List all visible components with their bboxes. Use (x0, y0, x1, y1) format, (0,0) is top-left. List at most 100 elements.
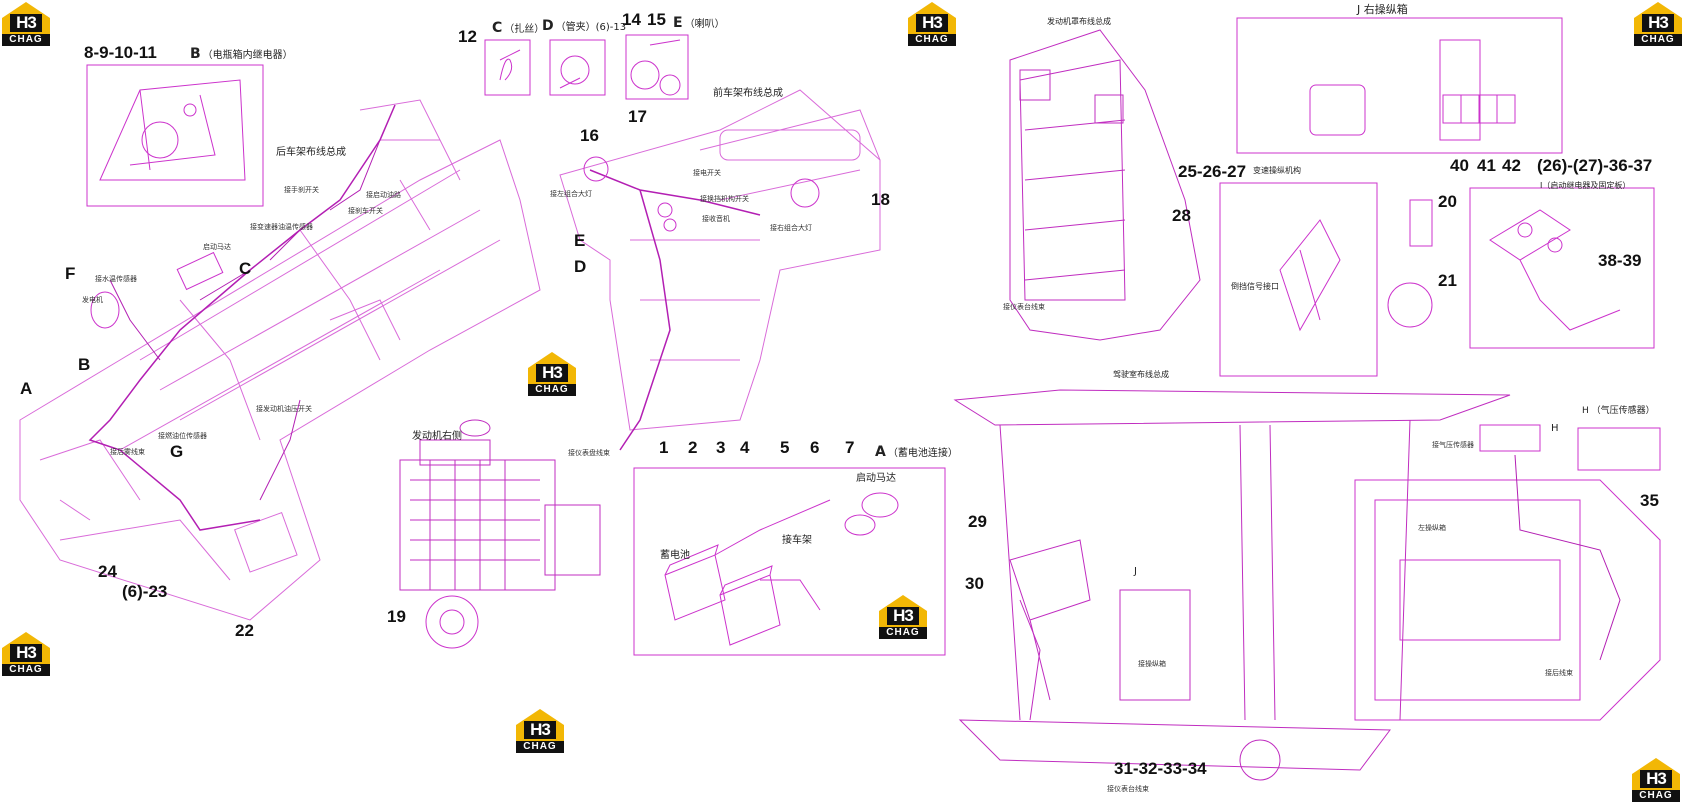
callout-G: G (170, 442, 184, 461)
hood-wiring-title: 发动机罩布线总成 (1047, 17, 1111, 26)
callout-8-11: 8-9-10-11 (84, 43, 157, 62)
callout-40: 40 (1450, 156, 1469, 175)
label-trans-oil-temp: 接变速器油温传感器 (250, 223, 313, 231)
callout-31-34: 31-32-33-34 (1114, 759, 1207, 778)
callout-14: 14 (622, 10, 641, 29)
caption-detail-E: E（喇叭） (673, 15, 725, 31)
callout-15: 15 (647, 10, 666, 29)
hood-drawing (1009, 29, 1201, 341)
frame-link-label: 接车架 (782, 535, 812, 546)
label-power-switch: 接电开关 (693, 169, 721, 177)
battery-label: 蓄电池 (660, 550, 690, 561)
caption-detail-A: A（蓄电池连接） (875, 444, 958, 460)
callout-30: 30 (965, 574, 984, 593)
label-generator: 发电机 (82, 296, 103, 304)
front-frame-drawing (559, 89, 881, 431)
label-fuel-level: 接燃油位传感器 (158, 432, 207, 440)
callout-C: C (239, 259, 252, 278)
box-I-title: I（启动继电器及固定板） (1540, 181, 1631, 190)
label-pressure-sensor: 接气压传感器 (1432, 441, 1474, 449)
callout-D: D (574, 257, 587, 276)
caption-detail-B: B（电瓶箱内继电器） (190, 46, 293, 62)
callout-6-23: (6)-23 (122, 582, 168, 601)
rear-frame-drawing (19, 99, 541, 621)
label-dash-harness: 接仪表盘线束 (568, 449, 610, 457)
reverse-signal-port-label: 倒挡信号接口 (1231, 282, 1279, 291)
callout-1: 1 (659, 438, 669, 457)
callout-18: 18 (871, 190, 890, 209)
detail-box-E (625, 34, 689, 100)
callout-5: 5 (780, 438, 790, 457)
callout-12: 12 (458, 27, 477, 46)
callout-25-27: 25-26-27 (1178, 162, 1247, 181)
detail-box-B (86, 64, 264, 207)
callout-4: 4 (740, 438, 750, 457)
label-right-headlight: 接右组合大灯 (770, 224, 812, 232)
box-H-title: H （气压传感器） (1582, 406, 1655, 416)
engine-sensor-detail-19 (425, 595, 479, 649)
detail-box-J (1236, 17, 1563, 154)
rear-frame-title: 后车架布线总成 (276, 147, 346, 158)
label-handbrake-switch: 接手刹开关 (284, 186, 319, 194)
callout-3: 3 (716, 438, 726, 457)
callout-29: 29 (968, 512, 987, 531)
cab-J-mark: J (1134, 566, 1137, 577)
detail-box-A (633, 467, 946, 656)
callout-2: 2 (688, 438, 698, 457)
label-rear-fog: 接后雾线束 (110, 448, 145, 456)
label-hood-dash: 接仪表台线束 (1003, 303, 1045, 311)
detail-box-D (549, 39, 606, 96)
callout-35: 35 (1640, 491, 1659, 510)
callout-38-39: 38-39 (1598, 251, 1642, 270)
relay-bracket-drawing (99, 79, 246, 181)
label-water-temp: 接水温传感器 (95, 275, 137, 283)
callout-B: B (78, 355, 91, 374)
cab-wiring-title: 驾驶室布线总成 (1113, 370, 1169, 379)
callout-E: E (574, 231, 586, 250)
callout-24: 24 (98, 562, 117, 581)
battery-right (719, 565, 781, 646)
label-brake-switch: 接刹车开关 (348, 207, 383, 215)
detail-box-H (1577, 427, 1661, 471)
label-start-oil: 接启动油路 (366, 191, 401, 199)
gear-mechanism-title: 变速操纵机构 (1253, 166, 1301, 175)
callout-21: 21 (1438, 271, 1457, 290)
callout-19: 19 (387, 607, 406, 626)
label-left-headlight: 接左组合大灯 (550, 190, 592, 198)
front-frame-title: 前车架布线总成 (713, 88, 783, 99)
cab-floor-drawing (1354, 479, 1661, 721)
caption-detail-C: C（扎丝） (492, 20, 545, 36)
gear-mechanism-box (1219, 182, 1378, 377)
start-motor-label: 启动马达 (856, 473, 896, 484)
detail-box-I (1469, 187, 1655, 349)
callout-41: 41 (1477, 156, 1496, 175)
callout-7: 7 (845, 438, 855, 457)
label-rear-harness: 接后线束 (1545, 669, 1573, 677)
callout-F: F (65, 264, 76, 283)
callout-16: 16 (580, 126, 599, 145)
callout-42: 42 (1502, 156, 1521, 175)
label-start-motor: 启动马达 (203, 243, 231, 251)
battery-left (664, 544, 726, 621)
callout-20: 20 (1438, 192, 1457, 211)
rear-harness (88, 104, 396, 531)
callout-6: 6 (810, 438, 820, 457)
callout-28: 28 (1172, 206, 1191, 225)
label-cab-dash: 接仪表台线束 (1107, 785, 1149, 793)
caption-detail-D: D（管夹）(6)-13 (542, 18, 627, 34)
engine-drawing (399, 419, 601, 591)
engine-right-title: 发动机右侧 (412, 431, 462, 442)
callout-17: 17 (628, 107, 647, 126)
label-radio: 接收音机 (702, 215, 730, 223)
label-shift-switch: 接换挡机构开关 (700, 195, 749, 203)
label-engine-oil-pressure: 接发动机油压开关 (256, 405, 312, 413)
front-harness (589, 169, 761, 451)
